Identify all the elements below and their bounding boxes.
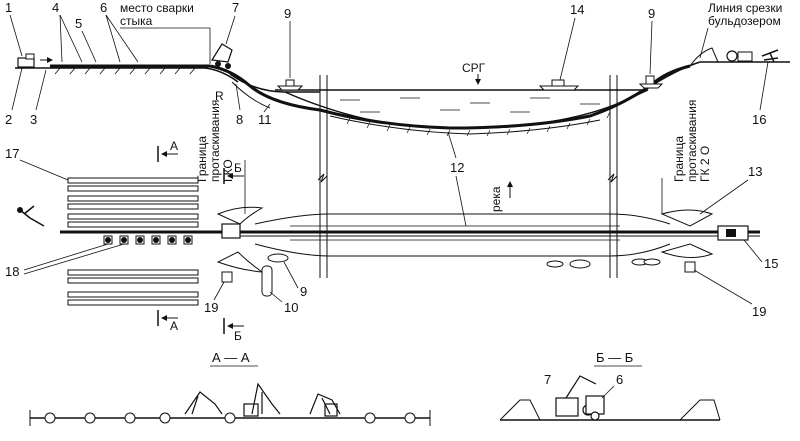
pipelayer-group [103,235,193,245]
callout-7: 7 [232,0,239,15]
border-left-label-2: протаскивания [208,100,222,182]
callout-6: 6 [100,0,107,15]
callout-3: 3 [30,112,37,127]
pipelayer-icon [221,223,241,239]
callout-4: 4 [52,0,59,15]
cut-b-label-top: Б [234,161,242,175]
marker-icon [684,261,696,273]
border-right-label-1: Граница [672,136,686,182]
pipeline-in-trench [319,64,691,130]
border-left-label-1: Граница [195,136,209,182]
plan-view [17,146,760,334]
callout-11: 11 [258,112,272,127]
callout-numbers: 1 2 3 4 5 6 7 8 9 9 9 10 11 12 13 14 15 [5,0,778,399]
section-a-title: А — А [212,350,250,365]
callout-5: 5 [75,16,82,31]
anchor-icon [761,49,779,63]
left-bank-fill-2 [216,251,264,273]
callout-13: 13 [748,164,762,179]
anchor-icon [17,205,45,227]
section-a [29,382,431,426]
pipe-stack-bottom [67,269,199,306]
border-left-label-3: ГКО [221,159,235,182]
winch-icon [726,50,753,62]
pipeline-inner-left [231,81,271,109]
trench-bank-left [499,399,541,421]
pipelayer-icon [184,382,341,417]
pipelayer-icon [210,43,233,69]
callout-2: 2 [5,112,12,127]
boat-icon [276,79,304,91]
callout-16: 16 [752,112,766,127]
callout-9-right: 9 [648,6,655,21]
river-channel-top [254,213,671,225]
pipeline-descend-left [209,64,321,112]
break-mark-left [317,173,328,183]
callout-19-right: 19 [752,304,766,319]
weld-site-label-2: стыка [120,14,153,28]
section-b [499,375,721,421]
cut-line-label: Линия срезки [708,1,782,15]
callout-19: 19 [204,300,218,315]
trench-bottom [329,115,601,135]
river-bed [284,89,649,129]
srg-label: СРГ [462,61,486,75]
callout-9: 9 [284,6,291,21]
river-channel-bottom [254,243,671,257]
callout-8: 8 [236,112,243,127]
section-b-title: Б — Б [596,350,633,365]
profile-view [15,43,790,278]
callout-9-plan: 9 [300,284,307,299]
water-waves [340,97,600,113]
river-label: река [489,186,503,212]
boat-icon [261,253,661,297]
cut-a-label-top: А [170,139,178,153]
break-mark-right [607,173,618,183]
cut-a-label-bottom: А [170,319,178,333]
trench-bank-right [679,399,721,421]
cut-b-label-bottom: Б [234,329,242,343]
pipe-stack-top [67,177,199,228]
left-bank-ground [15,67,239,83]
callout-17: 17 [5,146,19,161]
boat-icon [538,79,580,91]
left-bank-fill [216,206,264,225]
callout-12: 12 [450,160,464,175]
trench-lines [290,225,620,241]
boat-icon [638,75,664,89]
right-bank-cut [689,47,719,67]
left-slope [229,73,320,93]
callout-10: 10 [284,300,298,315]
cut-line-label-2: бульдозером [708,14,781,28]
callout-6-section: 6 [616,372,623,387]
callout-14: 14 [570,2,584,17]
winch-icon [717,225,749,241]
left-ground-hatching [54,67,196,75]
callout-7-section: 7 [544,372,551,387]
truck-icon [17,53,35,68]
callout-1: 1 [5,0,12,15]
pipelayer-icon [585,395,605,421]
border-right-label-2: протаскивания [685,100,699,182]
marker-icon [221,271,233,283]
border-right-label-3: ГК 2 О [698,146,712,182]
trench-hatching [346,111,611,137]
right-bank-fill-2 [660,243,714,258]
right-bank-fill [660,209,714,227]
right-bank-ground [644,61,790,91]
radius-label: R [215,89,224,103]
callout-18: 18 [5,264,19,279]
weld-site-label: место сварки [120,1,194,15]
callout-15: 15 [764,256,778,271]
